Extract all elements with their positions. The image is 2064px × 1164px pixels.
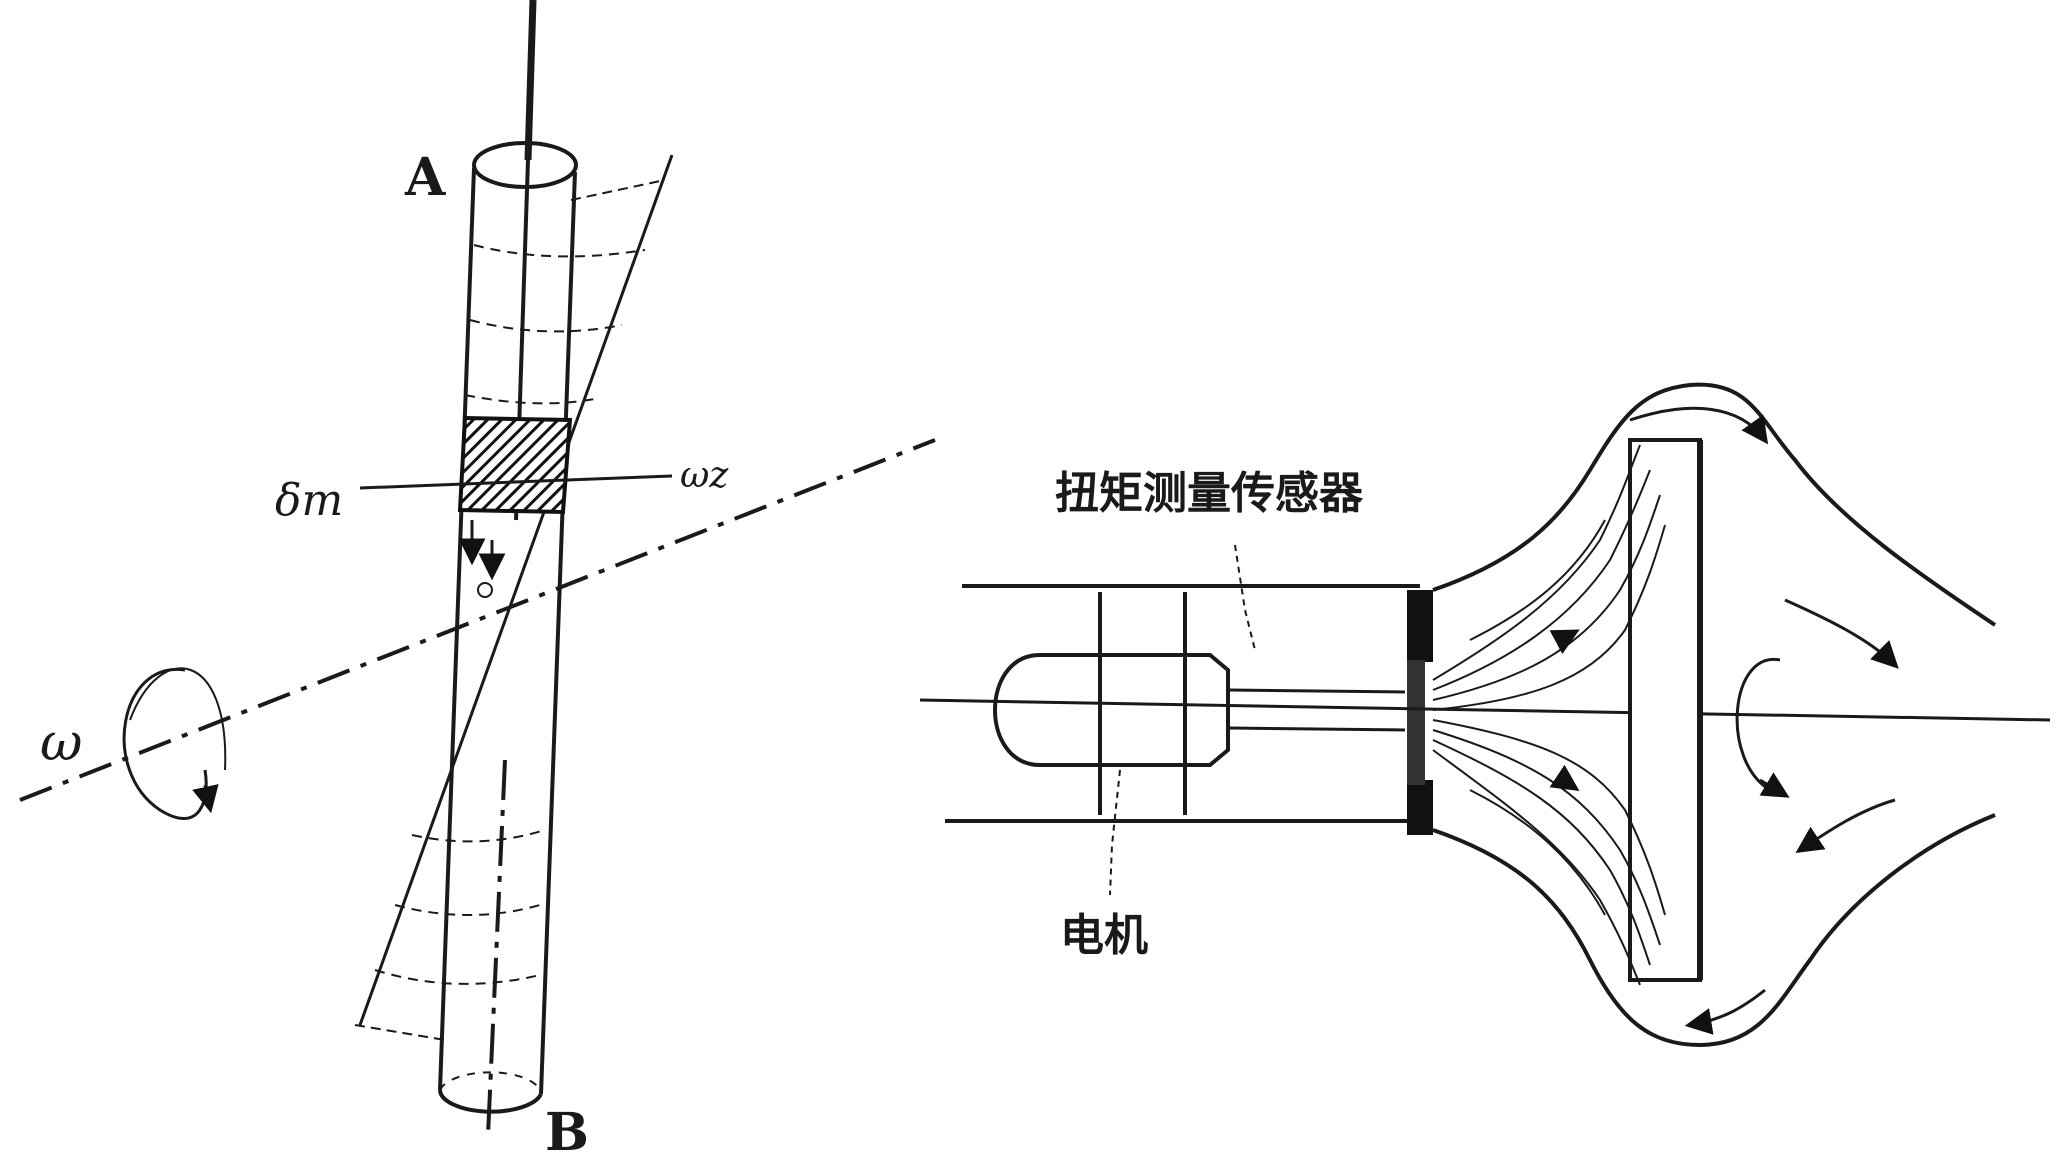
label-torque-sensor: 扭矩测量传感器: [1055, 468, 1364, 519]
label-leader-lines: [1109, 544, 1256, 896]
horizontal-reference-line: [359, 474, 673, 490]
label-point-a: A: [404, 147, 446, 208]
flow-arrows: [1549, 406, 1899, 1035]
impeller-disk: [1628, 438, 1703, 982]
rotation-arrow-icon: [122, 667, 227, 820]
drive-shaft: [919, 688, 2051, 732]
label-omega-z: ωz: [680, 455, 729, 496]
rotation-axis-dashed: [19, 438, 936, 802]
turbine-apparatus-figure: [919, 382, 2051, 1048]
flow-enclosure: [1432, 382, 1997, 1048]
cone-lines: [354, 154, 674, 1041]
label-omega: ω: [40, 713, 82, 773]
label-point-b: B: [545, 1102, 589, 1163]
element-small-arrows: [458, 520, 506, 598]
motor-body: [993, 653, 1230, 767]
section-arcs: [374, 244, 646, 985]
shaft-rotation-icon: [1735, 658, 1790, 798]
rotating-rod-figure: [19, 0, 936, 1136]
rod-axis-line: [486, 0, 537, 1136]
hatched-element: [457, 415, 573, 515]
label-motor: 电机: [1060, 910, 1148, 961]
label-delta-m: δm: [275, 475, 343, 526]
flow-lines: [1432, 444, 1666, 986]
coupling-blocks: [1407, 590, 1433, 835]
